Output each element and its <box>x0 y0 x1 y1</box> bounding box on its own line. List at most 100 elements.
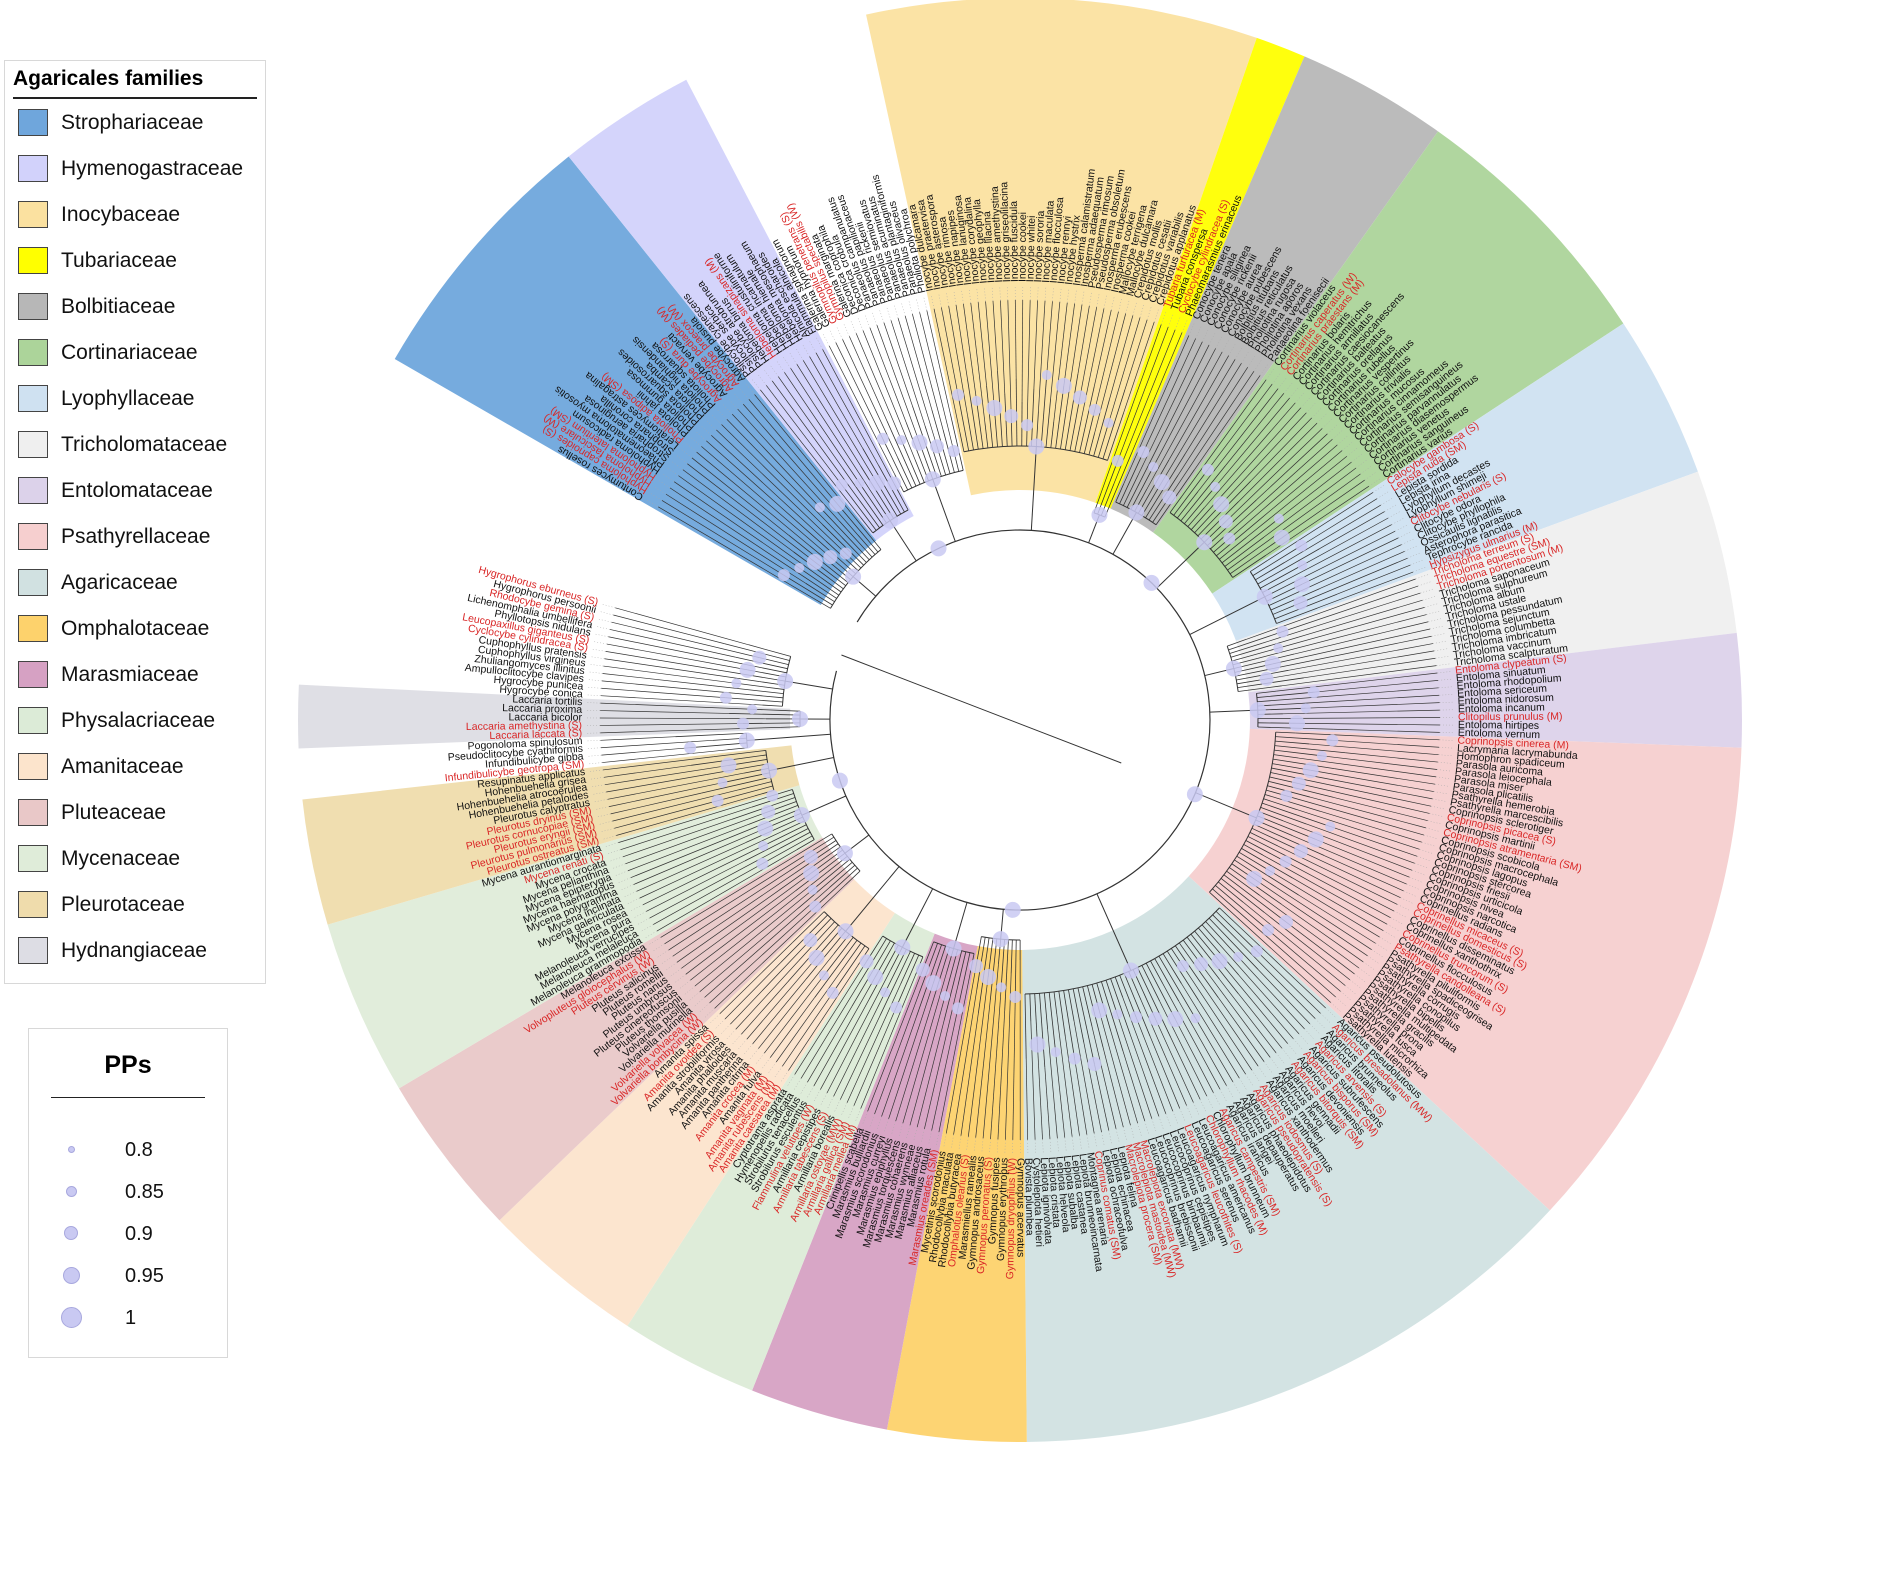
legend-item-pluteaceae: Pluteaceae <box>13 793 263 833</box>
legend-label: Strophariaceae <box>61 111 204 134</box>
support-node <box>761 762 778 779</box>
taxon-label: Inocybe whitei <box>1024 215 1038 282</box>
terminal-branch <box>897 317 938 447</box>
support-node <box>1294 576 1311 593</box>
legend-item-psathyrellaceae: Psathyrellaceae <box>13 517 263 557</box>
terminal-branch <box>1146 351 1223 490</box>
branch <box>1104 451 1133 518</box>
label-guide <box>597 618 612 623</box>
sector-bolbitiaceae <box>1110 56 1439 533</box>
terminal-branch <box>1301 498 1378 546</box>
label-guide <box>1327 424 1338 434</box>
label-guide <box>1295 392 1305 403</box>
terminal-branch <box>737 408 840 522</box>
branch <box>712 685 784 695</box>
support-node <box>1280 789 1293 802</box>
support-node <box>1088 403 1101 416</box>
label-guide <box>1391 517 1405 525</box>
legend-label: Mycenaceae <box>61 847 181 870</box>
support-node <box>720 757 737 774</box>
legend-item-agaricaceae: Agaricaceae <box>13 563 263 603</box>
pps-legend-item: 0.9 <box>29 1213 227 1253</box>
support-node <box>1295 539 1308 552</box>
branch <box>1184 486 1216 524</box>
terminal-branch <box>1155 1018 1194 1103</box>
label-guide <box>782 356 791 369</box>
branch <box>840 942 862 972</box>
branch <box>1119 975 1137 1018</box>
label-guide <box>680 448 693 459</box>
label-guide <box>871 311 878 326</box>
branch <box>805 583 835 603</box>
support-node <box>818 970 829 981</box>
branch <box>1227 639 1247 647</box>
label-guide <box>726 1029 736 1040</box>
label-guide <box>1400 897 1414 904</box>
legend-item-tricholomataceae: Tricholomataceae <box>13 425 263 465</box>
label-guide <box>813 1089 821 1102</box>
branch <box>1219 907 1235 922</box>
label-guide <box>991 286 994 301</box>
terminal-branch <box>748 399 838 505</box>
terminal-branch <box>1238 422 1318 502</box>
terminal-branch <box>1310 769 1434 792</box>
branch <box>897 456 913 489</box>
terminal-branch <box>630 837 730 878</box>
label-guide <box>1067 288 1070 303</box>
terminal-branch <box>1282 709 1440 715</box>
branch <box>832 945 866 994</box>
terminal-branch <box>1122 997 1167 1114</box>
label-guide <box>1330 1002 1342 1013</box>
label-guide <box>901 302 906 317</box>
label-guide <box>1340 991 1352 1001</box>
terminal-branch <box>1220 412 1307 505</box>
label-guide <box>656 949 669 958</box>
support-node <box>971 395 982 406</box>
terminal-branch <box>672 873 795 957</box>
support-node <box>1004 901 1021 918</box>
terminal-branch <box>730 939 811 1025</box>
label-guide <box>1433 791 1448 795</box>
branch <box>1119 451 1144 504</box>
label-guide <box>1355 459 1368 469</box>
label-guide <box>685 442 697 453</box>
terminal-branch <box>1264 912 1351 981</box>
label-guide <box>671 461 683 470</box>
terminal-branch <box>600 739 713 749</box>
pps-value-label: 0.85 <box>125 1181 164 1203</box>
terminal-branch <box>601 747 691 756</box>
legend-item-tubariaceae: Tubariaceae <box>13 241 263 281</box>
support-node <box>1256 588 1273 605</box>
label-guide <box>920 1128 925 1143</box>
label-guide <box>915 298 920 313</box>
branch <box>1039 993 1046 1068</box>
support-node <box>1021 419 1034 432</box>
terminal-branch <box>1117 326 1169 461</box>
terminal-branch <box>1169 371 1255 498</box>
branch <box>1215 885 1269 931</box>
label-guide <box>1428 618 1443 622</box>
label-guide <box>589 664 604 667</box>
taxon-label: Inocybe lilacina <box>981 211 998 284</box>
label-guide <box>946 292 949 307</box>
terminal-branch <box>997 1010 1006 1140</box>
legend-swatch <box>18 753 48 780</box>
label-guide <box>802 344 810 357</box>
label-guide <box>588 762 603 765</box>
label-guide <box>644 930 658 939</box>
support-node <box>1273 643 1284 654</box>
terminal-branch <box>1005 973 1012 1140</box>
label-guide <box>1346 447 1358 457</box>
branch <box>1072 988 1085 1043</box>
label-guide <box>1398 531 1412 539</box>
label-guide <box>609 856 623 862</box>
terminal-branch <box>1050 301 1061 399</box>
legend-item-mycenaceae: Mycenaceae <box>13 839 263 879</box>
terminal-branch <box>1102 1047 1124 1128</box>
terminal-branch <box>1346 782 1433 800</box>
support-node <box>719 691 732 704</box>
taxon-label: Pogonoloma spinulosum <box>467 735 583 753</box>
terminal-branch <box>724 962 781 1020</box>
legend-swatch <box>18 569 48 596</box>
support-node <box>1201 463 1214 476</box>
